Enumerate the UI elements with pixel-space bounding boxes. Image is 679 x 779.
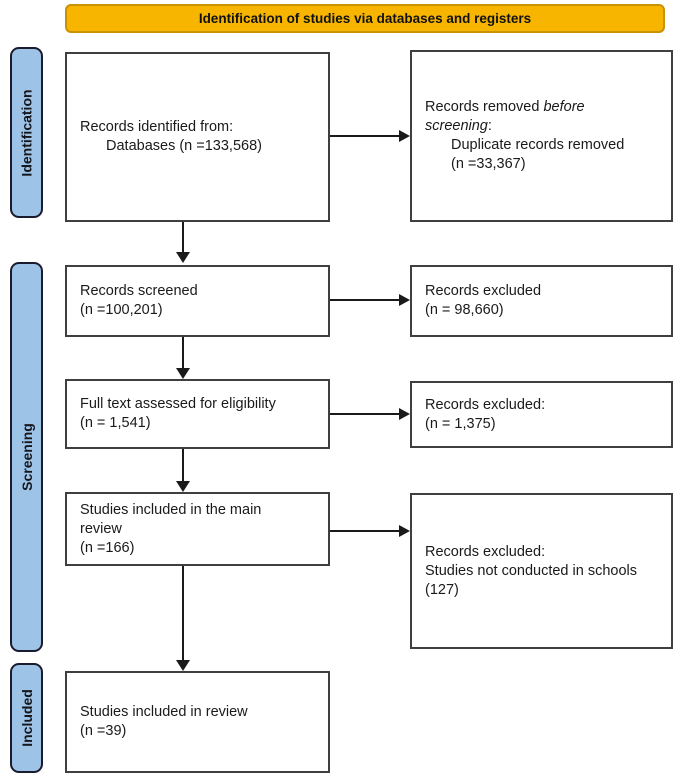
box-line: screening:: [425, 117, 658, 136]
box-line: (n =33,367): [451, 156, 526, 172]
box-line: Studies included in review: [80, 704, 248, 720]
box-line: Records screened: [80, 283, 198, 299]
box-line: Full text assessed for eligibility: [80, 396, 276, 412]
box-records-excluded-eligibility: Records excluded: (n = 1,375): [410, 381, 673, 448]
box-line: Records excluded:: [425, 396, 546, 413]
box-line: Databases (n =133,568): [106, 138, 262, 154]
banner-title-text: Identification of studies via databases …: [198, 11, 532, 26]
box-line-text: :: [487, 118, 492, 134]
box-line: Records excluded: [425, 283, 542, 299]
arrow-right-mainreview-to-excluded: [330, 530, 402, 532]
box-records-identified: Records identified from: Databases (n =1…: [65, 52, 330, 222]
box-line: Records excluded:: [425, 543, 546, 560]
box-records-excluded-schools: Records excluded: Studies not conducted …: [410, 493, 673, 649]
box-line: (127): [425, 581, 459, 598]
box-studies-included-review: Studies included in review (n =39): [65, 671, 330, 773]
box-line: (n =166): [80, 539, 135, 556]
box-line: (n = 1,375): [425, 415, 496, 432]
arrow-down-identified-to-screened: [182, 222, 184, 253]
arrow-right-head-icon: [399, 408, 410, 420]
arrow-down-fulltext-to-mainreview: [182, 449, 184, 482]
box-line: (n = 98,660): [425, 302, 504, 318]
arrow-down-head-icon: [176, 660, 190, 671]
stage-label-included-text: Included: [18, 689, 35, 747]
box-line: (n =100,201): [80, 302, 163, 318]
arrow-right-identified-to-removed: [330, 135, 402, 137]
arrow-down-mainreview-to-included: [182, 566, 184, 661]
stage-label-identification: Identification: [10, 47, 43, 218]
stage-label-identification-text: Identification: [18, 88, 35, 177]
box-records-removed-before-screening: Records removed before screening: Duplic…: [410, 50, 673, 222]
arrow-down-head-icon: [176, 252, 190, 263]
box-records-screened: Records screened (n =100,201): [65, 265, 330, 337]
arrow-right-head-icon: [399, 525, 410, 537]
stage-label-included: Included: [10, 663, 43, 773]
box-line: Duplicate records removed: [451, 137, 625, 153]
box-line: review: [80, 520, 122, 537]
box-studies-main-review: Studies included in the main review (n =…: [65, 492, 330, 566]
box-records-excluded-screening: Records excluded (n = 98,660): [410, 265, 673, 337]
arrow-right-head-icon: [399, 294, 410, 306]
box-line: Studies not conducted in schools: [425, 562, 637, 579]
stage-label-screening: Screening: [10, 262, 43, 652]
arrow-down-head-icon: [176, 368, 190, 379]
arrow-down-screened-to-fulltext: [182, 337, 184, 369]
box-line-italic-text: screening: [425, 118, 488, 134]
arrow-right-fulltext-to-excluded: [330, 413, 402, 415]
box-line: Records removed before: [425, 98, 658, 117]
box-line: (n = 1,541): [80, 415, 151, 431]
arrow-down-head-icon: [176, 481, 190, 492]
box-line: Records identified from:: [80, 119, 234, 135]
box-full-text-assessed: Full text assessed for eligibility (n = …: [65, 379, 330, 449]
box-line-text: Records removed: [425, 99, 544, 115]
arrow-right-head-icon: [399, 130, 410, 142]
box-line-italic-text: before: [543, 99, 585, 115]
stage-label-screening-text: Screening: [18, 423, 35, 491]
arrow-right-screened-to-excluded: [330, 299, 402, 301]
box-line: (n =39): [80, 723, 127, 739]
banner-title: Identification of studies via databases …: [65, 4, 665, 33]
box-line: Studies included in the main: [80, 501, 262, 518]
